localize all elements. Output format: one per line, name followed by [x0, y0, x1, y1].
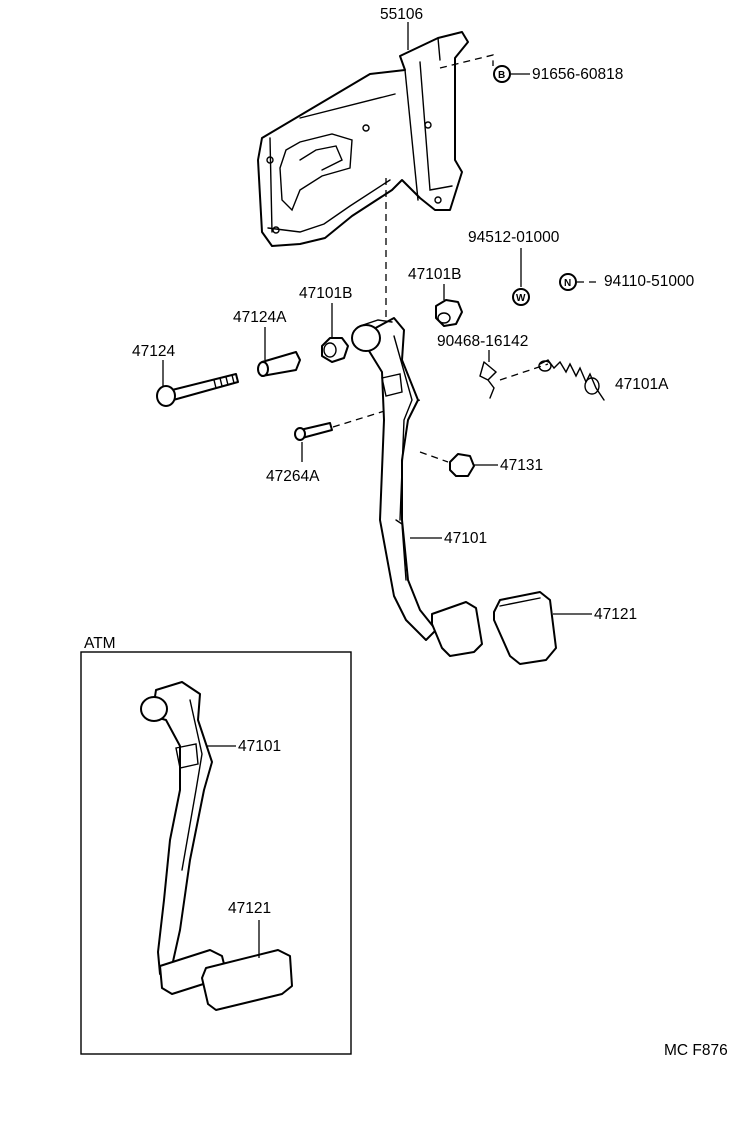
collar — [257, 351, 301, 377]
return-spring — [538, 359, 605, 401]
label-collar: 47124A — [233, 309, 287, 326]
clutch-pedal-arm — [351, 317, 437, 641]
nut-symbol-text: N — [564, 278, 571, 289]
nut-symbol: N — [559, 273, 577, 291]
diagram-code: MC F876 — [664, 1042, 728, 1059]
label-bracket: 55106 — [380, 6, 423, 23]
label-atm-pedal-arm: 47101 — [238, 738, 281, 755]
bolt-b-symbol-text: B — [498, 70, 505, 81]
label-pedal-pad: 47121 — [594, 606, 637, 623]
bolt-b-symbol: B — [493, 65, 511, 83]
label-pivot-bolt: 47124 — [132, 343, 175, 360]
pivot-bolt — [156, 373, 239, 407]
bushing-right — [435, 299, 463, 327]
label-pedal-arm: 47101 — [444, 530, 487, 547]
washer-symbol-text: W — [516, 293, 526, 304]
atm-box-title: ATM — [84, 635, 116, 652]
pedal-pin — [294, 422, 333, 441]
pedal-support-bracket — [257, 31, 469, 247]
atm-pedal-pad — [201, 949, 293, 1011]
dashed-guide-bolt — [439, 54, 494, 69]
bushing-left — [321, 337, 349, 363]
label-pin: 47264A — [266, 468, 320, 485]
label-bolt-b: 91656-60818 — [532, 66, 623, 83]
atm-pedal-arm — [140, 681, 213, 975]
clip — [479, 361, 498, 399]
label-bushing-right: 47101B — [408, 266, 461, 283]
label-nut: 94110-51000 — [604, 273, 695, 290]
atm-box — [80, 651, 352, 1055]
label-atm-pedal-pad: 47121 — [228, 900, 271, 917]
pedal-pad-mounted — [431, 601, 483, 657]
pedal-pad — [493, 591, 557, 665]
label-spring: 47101A — [615, 376, 669, 393]
label-washer: 94512-01000 — [468, 229, 560, 246]
washer-symbol: W — [512, 288, 530, 306]
label-cushion: 47131 — [500, 457, 543, 474]
label-clip: 90468-16142 — [437, 333, 528, 350]
stopper-cushion — [449, 453, 475, 477]
label-bushing-left: 47101B — [299, 285, 352, 302]
